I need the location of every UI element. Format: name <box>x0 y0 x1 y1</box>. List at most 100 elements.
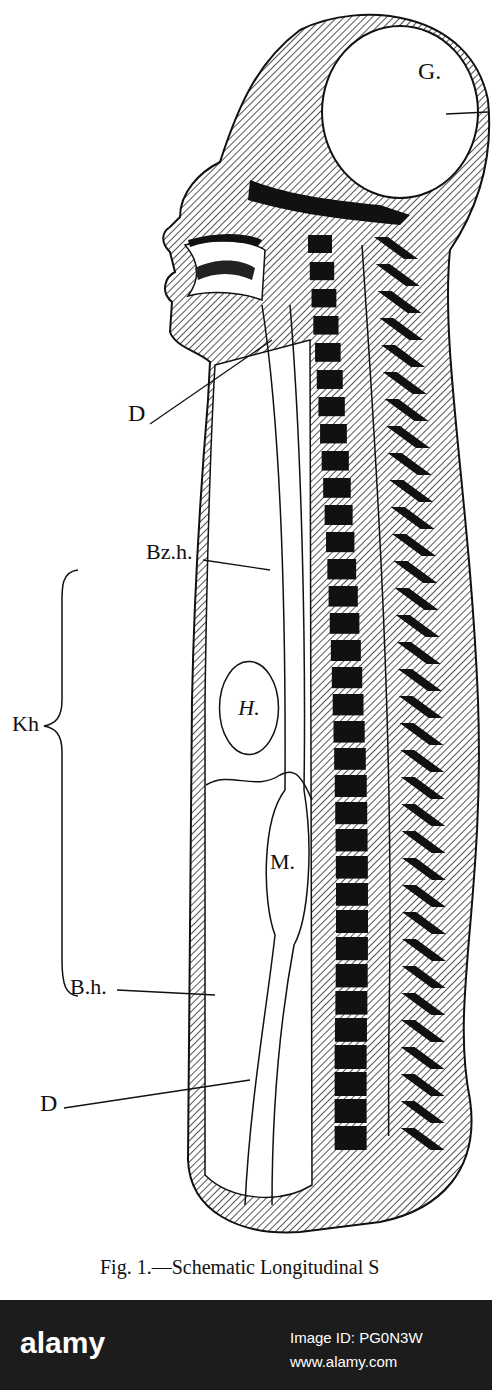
spinous-process <box>401 1047 445 1069</box>
vertebra <box>335 1099 367 1123</box>
spinous-process <box>393 561 437 583</box>
part-label: D <box>128 400 145 426</box>
spinous-process <box>402 831 446 853</box>
leader-line <box>446 112 488 114</box>
vertebra <box>315 343 341 362</box>
spinous-process <box>400 750 444 772</box>
leader-line <box>150 340 272 424</box>
spinous-process <box>402 885 446 907</box>
diaphragm <box>206 772 312 800</box>
spinous-process <box>383 372 427 394</box>
spinous-process <box>397 642 441 664</box>
vertebra <box>335 1045 367 1069</box>
spinous-process <box>388 453 432 475</box>
part-label: B.h. <box>70 975 107 999</box>
vertebra <box>317 370 343 389</box>
vertebra <box>331 640 361 661</box>
spinous-process <box>395 588 439 610</box>
spinous-process <box>378 291 422 313</box>
vertebra <box>336 910 368 933</box>
spine <box>308 235 446 1150</box>
tongue <box>195 261 255 281</box>
part-label: D <box>40 1090 57 1116</box>
vertebra <box>336 937 368 960</box>
vertebra <box>325 505 353 525</box>
palate <box>188 234 262 247</box>
leader-line <box>64 1080 250 1108</box>
spinous-process <box>401 1020 445 1042</box>
vertebra <box>332 667 362 688</box>
gut-wall <box>272 305 309 1205</box>
part-label: M. <box>270 850 295 874</box>
vertebra <box>320 424 347 443</box>
spinous-process <box>402 912 446 934</box>
organ-outline: H. <box>218 660 280 756</box>
spinous-process <box>402 966 446 988</box>
leader-line <box>117 990 215 995</box>
spinous-process <box>384 399 428 421</box>
vertebra <box>318 397 344 416</box>
part-label: Kh <box>12 712 39 736</box>
vertebra <box>335 1072 367 1096</box>
spinous-process <box>401 1101 445 1123</box>
vertebra <box>335 991 367 1015</box>
vertebra <box>335 1126 367 1150</box>
vertebra <box>327 559 356 579</box>
vertebra <box>330 613 360 634</box>
mouth-cavity <box>185 241 265 300</box>
vertebra <box>323 478 351 498</box>
vertebra <box>335 802 367 824</box>
skull-base <box>248 180 410 225</box>
image-id: Image ID: PG0N3W <box>290 1330 423 1347</box>
spinous-process <box>374 237 418 259</box>
bracket <box>44 570 78 996</box>
brain-cavity <box>322 26 478 198</box>
vertebra <box>335 775 367 797</box>
spinous-process <box>381 345 425 367</box>
vertebra <box>336 964 368 987</box>
spinal-canal <box>362 245 390 1136</box>
stock-bar <box>0 1300 492 1390</box>
spinous-process <box>401 1128 445 1150</box>
vertebra <box>334 721 365 743</box>
spinous-process <box>391 507 435 529</box>
spinous-process <box>402 858 446 880</box>
spinous-process <box>389 480 433 502</box>
spinous-process <box>399 696 443 718</box>
vertebra <box>310 262 334 280</box>
heart-oval <box>220 662 279 755</box>
spinous-process <box>401 1074 445 1096</box>
body-cavity <box>205 340 312 1197</box>
vertebra <box>334 748 366 770</box>
leader-line <box>203 560 270 570</box>
vertebra <box>308 235 332 253</box>
spinous-process <box>386 426 430 448</box>
spinous-process <box>376 264 420 286</box>
spinous-process <box>396 615 440 637</box>
vertebra <box>313 316 338 335</box>
figure-caption: Fig. 1.—Schematic Longitudinal S <box>100 1256 379 1278</box>
vertebra <box>336 829 368 851</box>
spinous-process <box>401 777 445 799</box>
vertebra <box>336 856 368 879</box>
vertebra <box>336 883 368 906</box>
watermark: alamy <box>20 1326 105 1359</box>
part-label: Bz.h. <box>146 540 192 564</box>
spinous-process <box>401 804 445 826</box>
vertebra <box>329 586 358 607</box>
part-label: G. <box>418 58 441 84</box>
spinous-process <box>400 723 444 745</box>
spinous-process <box>402 939 446 961</box>
vertebra <box>333 694 364 715</box>
spinous-process <box>398 669 442 691</box>
organ-label: H. <box>238 695 259 721</box>
watermark-url: www.alamy.com <box>290 1354 397 1371</box>
vertebra <box>312 289 337 307</box>
spinous-process <box>401 993 445 1015</box>
vertebra <box>326 532 354 552</box>
spinous-process <box>392 534 436 556</box>
vertebra <box>322 451 349 471</box>
vertebra <box>335 1018 367 1042</box>
spinous-process <box>379 318 423 340</box>
